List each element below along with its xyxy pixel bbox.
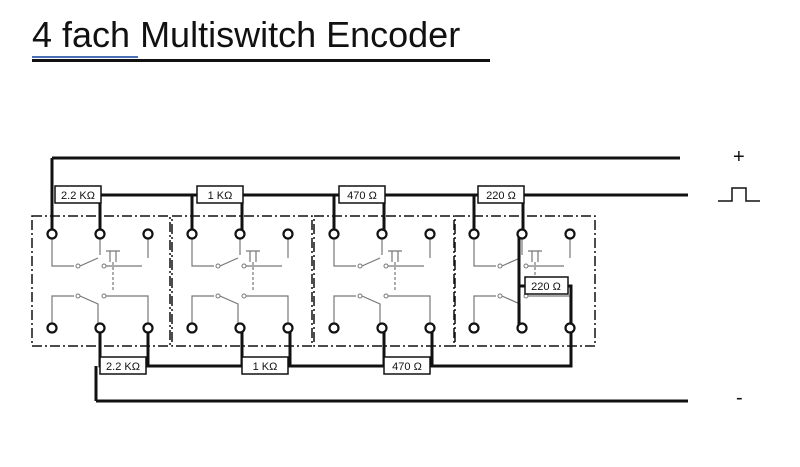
terminal-m4-2 <box>516 228 528 240</box>
resistor-top-3: 470 Ω <box>338 185 386 204</box>
terminal-m2-2 <box>234 228 246 240</box>
terminal-m2-6 <box>282 322 294 334</box>
pulse-icon <box>718 187 760 202</box>
terminal-m1-6 <box>142 322 154 334</box>
terminal-m1-2 <box>94 228 106 240</box>
switch-contacts <box>51 238 571 324</box>
resistor-bottom-2: 1 KΩ <box>241 356 289 375</box>
resistor-extra-label: 220 Ω <box>531 281 561 293</box>
resistor-bottom-1-label: 2.2 KΩ <box>106 361 140 373</box>
resistor-bottom-3-label: 470 Ω <box>392 361 422 373</box>
minus-symbol: - <box>736 387 743 409</box>
terminal-m1-5 <box>94 322 106 334</box>
terminal-m4-6 <box>564 322 576 334</box>
terminal-m4-3 <box>564 228 576 240</box>
resistor-top-4-label: 220 Ω <box>486 190 516 202</box>
plus-symbol: + <box>733 146 745 168</box>
terminal-m2-1 <box>186 228 198 240</box>
terminal-m4-5 <box>516 322 528 334</box>
terminal-m2-4 <box>186 322 198 334</box>
terminal-m2-5 <box>234 322 246 334</box>
terminal-m2-3 <box>282 228 294 240</box>
resistor-top-3-label: 470 Ω <box>347 190 377 202</box>
terminal-m3-3 <box>424 228 436 240</box>
resistor-bottom-1: 2.2 KΩ <box>99 356 147 375</box>
switch-module-3 <box>313 215 455 347</box>
title-accent-underline <box>32 56 138 58</box>
resistor-top-2: 1 KΩ <box>196 185 244 204</box>
resistor-top-1-label: 2.2 KΩ <box>61 190 95 202</box>
title-underline <box>32 59 490 62</box>
terminal-m4-1 <box>468 228 480 240</box>
terminal-m1-1 <box>46 228 58 240</box>
switch-internals-3 <box>333 238 431 324</box>
resistor-top-1: 2.2 KΩ <box>54 185 102 204</box>
switch-internals-2 <box>191 238 289 324</box>
resistor-top-4: 220 Ω <box>477 185 525 204</box>
terminal-m3-2 <box>376 228 388 240</box>
terminals <box>46 228 576 334</box>
terminal-m3-4 <box>328 322 340 334</box>
wire-bottom-chain <box>98 328 573 368</box>
terminal-m3-1 <box>328 228 340 240</box>
terminal-m1-3 <box>142 228 154 240</box>
switch-internals-4 <box>473 238 571 324</box>
wire-bottom-right-pins <box>146 328 434 366</box>
switch-internals-1 <box>51 238 149 324</box>
terminal-m1-4 <box>46 322 58 334</box>
terminal-m3-6 <box>424 322 436 334</box>
terminal-m3-5 <box>376 322 388 334</box>
resistor-bottom-3: 470 Ω <box>383 356 431 375</box>
resistor-bottom-2-label: 1 KΩ <box>253 361 278 373</box>
diagram-title: 4 fach Multiswitch Encoder <box>32 14 461 55</box>
terminal-m4-4 <box>468 322 480 334</box>
resistor-top-2-label: 1 KΩ <box>208 190 233 202</box>
switch-module-2 <box>171 215 313 347</box>
switch-module-4 <box>454 215 596 347</box>
resistor-extra: 220 Ω <box>524 276 569 295</box>
